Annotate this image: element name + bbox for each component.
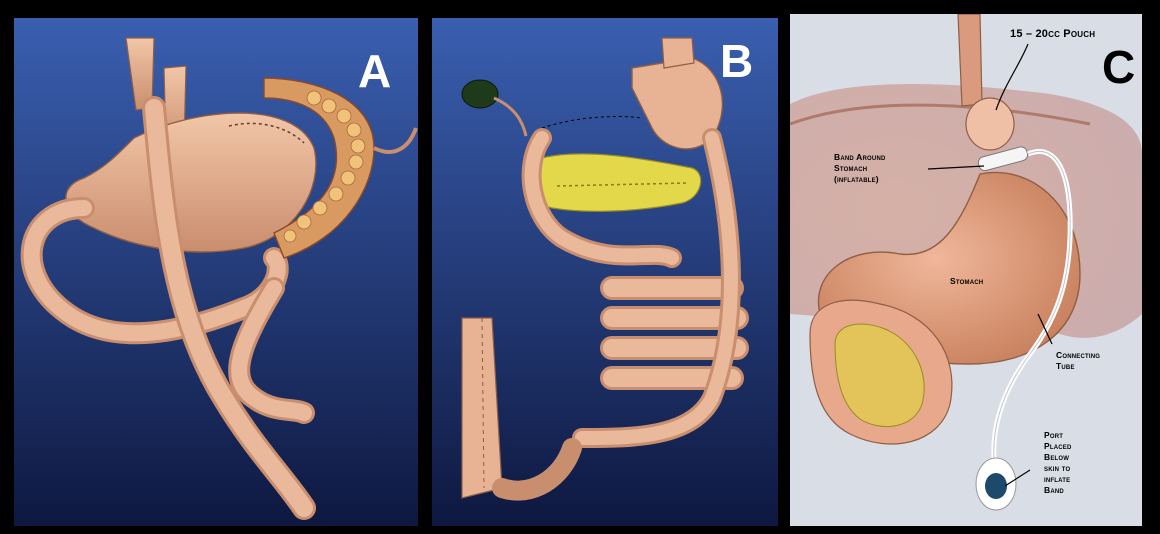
panel-c-illustration	[790, 14, 1142, 526]
panel-b-illustration	[432, 18, 778, 526]
panel-a-letter: A	[358, 48, 391, 94]
panel-b-letter: B	[720, 38, 753, 84]
gallbladder-shape	[462, 80, 498, 108]
esophagus-shape	[958, 14, 982, 106]
tube-annotation: Connecting Tube	[1056, 350, 1100, 372]
pouch-shape	[966, 98, 1014, 150]
band-annotation: Band Around Stomach (inflatable)	[834, 152, 886, 185]
panel-a: A	[14, 18, 418, 526]
panel-c-letter: C	[1102, 44, 1135, 90]
port-annotation: Port Placed Below skin to inflate Band	[1044, 430, 1072, 496]
stomach-annotation: Stomach	[950, 276, 983, 287]
panel-b: B	[432, 18, 778, 526]
pouch-annotation: 15 – 20cc Pouch	[1010, 28, 1095, 41]
panel-c: C 15 – 20cc Pouch Band Around Stomach (i…	[790, 14, 1142, 526]
